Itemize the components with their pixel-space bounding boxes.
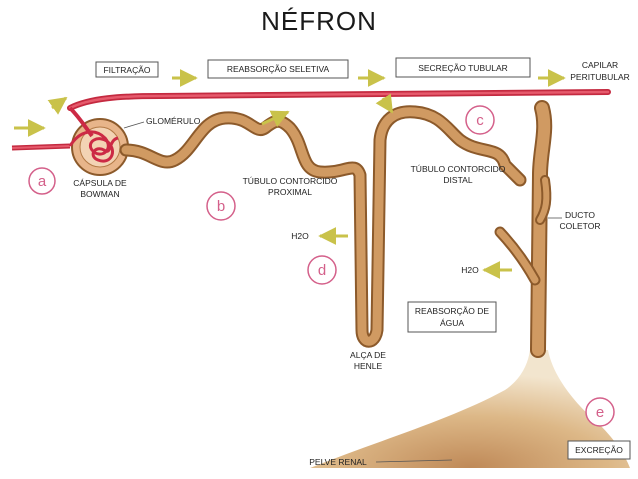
glomerulus-label: GLOMÉRULO <box>146 116 201 126</box>
h2o-label-right: H2O <box>461 265 479 275</box>
peritubular-capillary <box>11 89 611 151</box>
distal-tubule-label-1: TÚBULO CONTORCIDO <box>411 164 506 174</box>
collecting-duct-label-2: COLETOR <box>560 221 601 231</box>
bowman-capsule-label-1: CÁPSULA DE <box>73 178 127 188</box>
water-reabsorption-box: REABSORÇÃO DE ÁGUA <box>407 301 497 333</box>
loop-of-henle-label-1: ALÇA DE <box>350 350 386 360</box>
tubular-secretion-box: SECREÇÃO TUBULAR <box>395 57 531 78</box>
marker-c: c <box>465 105 495 135</box>
proximal-tubule-label-1: TÚBULO CONTORCIDO <box>243 176 338 186</box>
renal-pelvis-label: PELVE RENAL <box>309 457 367 467</box>
marker-e: e <box>585 397 615 427</box>
proximal-tubule-label-2: PROXIMAL <box>268 187 312 197</box>
marker-a: a <box>28 167 56 195</box>
svg-text:a: a <box>38 173 47 190</box>
capillary-label-2: PERITUBULAR <box>570 72 630 82</box>
tubular-secretion-label: SECREÇÃO TUBULAR <box>418 63 508 73</box>
bowman-capsule-label-2: BOWMAN <box>80 189 119 199</box>
h2o-label-left: H2O <box>291 231 309 241</box>
marker-d: d <box>307 255 337 285</box>
selective-reabsorption-label: REABSORÇÃO SELETIVA <box>227 64 330 74</box>
collecting-duct-label-1: DUCTO <box>565 210 595 220</box>
filtration-box: FILTRAÇÃO <box>95 61 159 78</box>
marker-b: b <box>206 191 236 221</box>
filtration-label: FILTRAÇÃO <box>103 65 150 75</box>
renal-tubule <box>119 100 553 358</box>
svg-text:c: c <box>476 112 484 129</box>
water-reabsorption-label-2: ÁGUA <box>440 318 464 328</box>
capillary-label-1: CAPILAR <box>582 60 618 70</box>
flow-arrows <box>14 69 566 279</box>
water-reabsorption-label-1: REABSORÇÃO DE <box>415 306 489 316</box>
loop-of-henle-label-2: HENLE <box>354 361 383 371</box>
svg-text:b: b <box>217 198 225 215</box>
selective-reabsorption-box: REABSORÇÃO SELETIVA <box>207 59 349 79</box>
renal-pelvis <box>310 350 630 468</box>
excretion-label: EXCREÇÃO <box>575 445 623 455</box>
svg-text:d: d <box>318 262 326 279</box>
glomerulus <box>68 106 129 176</box>
distal-tubule-label-2: DISTAL <box>443 175 472 185</box>
page-title: NÉFRON <box>261 6 377 36</box>
svg-text:e: e <box>596 404 604 421</box>
excretion-box: EXCREÇÃO <box>567 440 631 460</box>
